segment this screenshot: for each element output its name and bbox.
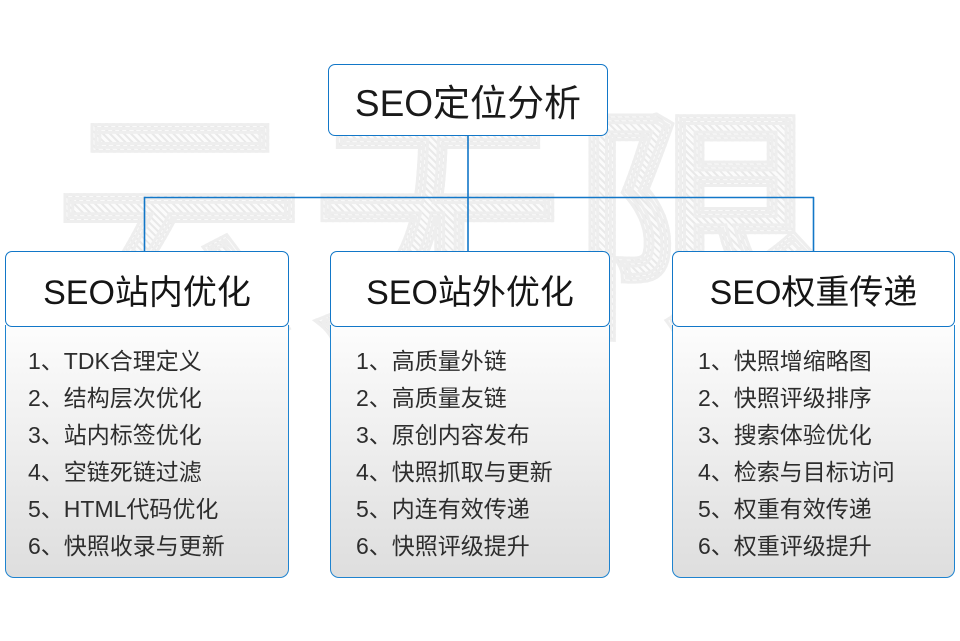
list-item: 4、空链死链过滤 xyxy=(28,459,202,485)
list-item: 5、权重有效传递 xyxy=(698,496,872,522)
branch-title-3: SEO权重传递 xyxy=(709,273,918,312)
list-item: 3、搜索体验优化 xyxy=(698,422,872,448)
list-item: 6、权重评级提升 xyxy=(698,533,872,559)
list-item: 5、HTML代码优化 xyxy=(28,496,219,522)
list-item: 6、快照收录与更新 xyxy=(28,533,225,559)
branch-node-3[interactable]: SEO权重传递 1、快照增缩略图 2、快照评级排序 3、搜索体验优化 4、检索与… xyxy=(672,251,955,578)
list-item: 2、快照评级排序 xyxy=(698,385,872,411)
branch-header-3[interactable]: SEO权重传递 xyxy=(672,251,955,327)
list-item: 2、高质量友链 xyxy=(356,385,507,411)
list-item: 1、高质量外链 xyxy=(356,348,507,374)
list-item: 1、快照增缩略图 xyxy=(698,348,872,374)
branch-title-2: SEO站外优化 xyxy=(366,273,574,312)
list-item: 2、结构层次优化 xyxy=(28,385,202,411)
root-node[interactable]: SEO定位分析 xyxy=(328,64,608,136)
branch-body-3: 1、快照增缩略图 2、快照评级排序 3、搜索体验优化 4、检索与目标访问 5、权… xyxy=(672,325,955,578)
list-item: 4、快照抓取与更新 xyxy=(356,459,553,485)
root-node-title: SEO定位分析 xyxy=(354,83,582,124)
branch-title-1: SEO站内优化 xyxy=(43,273,251,312)
list-item: 6、快照评级提升 xyxy=(356,533,530,559)
branch-list-3: 1、快照增缩略图 2、快照评级排序 3、搜索体验优化 4、检索与目标访问 5、权… xyxy=(673,343,954,565)
branch-header-2[interactable]: SEO站外优化 xyxy=(330,251,610,327)
branch-list-2: 1、高质量外链 2、高质量友链 3、原创内容发布 4、快照抓取与更新 5、内连有… xyxy=(331,343,609,565)
branch-list-1: 1、TDK合理定义 2、结构层次优化 3、站内标签优化 4、空链死链过滤 5、H… xyxy=(6,343,288,565)
list-item: 3、站内标签优化 xyxy=(28,422,202,448)
branch-node-1[interactable]: SEO站内优化 1、TDK合理定义 2、结构层次优化 3、站内标签优化 4、空链… xyxy=(5,251,289,578)
branch-node-2[interactable]: SEO站外优化 1、高质量外链 2、高质量友链 3、原创内容发布 4、快照抓取与… xyxy=(330,251,610,578)
branch-body-2: 1、高质量外链 2、高质量友链 3、原创内容发布 4、快照抓取与更新 5、内连有… xyxy=(330,325,610,578)
list-item: 4、检索与目标访问 xyxy=(698,459,895,485)
list-item: 5、内连有效传递 xyxy=(356,496,530,522)
list-item: 1、TDK合理定义 xyxy=(28,348,202,374)
branch-body-1: 1、TDK合理定义 2、结构层次优化 3、站内标签优化 4、空链死链过滤 5、H… xyxy=(5,325,289,578)
branch-header-1[interactable]: SEO站内优化 xyxy=(5,251,289,327)
list-item: 3、原创内容发布 xyxy=(356,422,530,448)
